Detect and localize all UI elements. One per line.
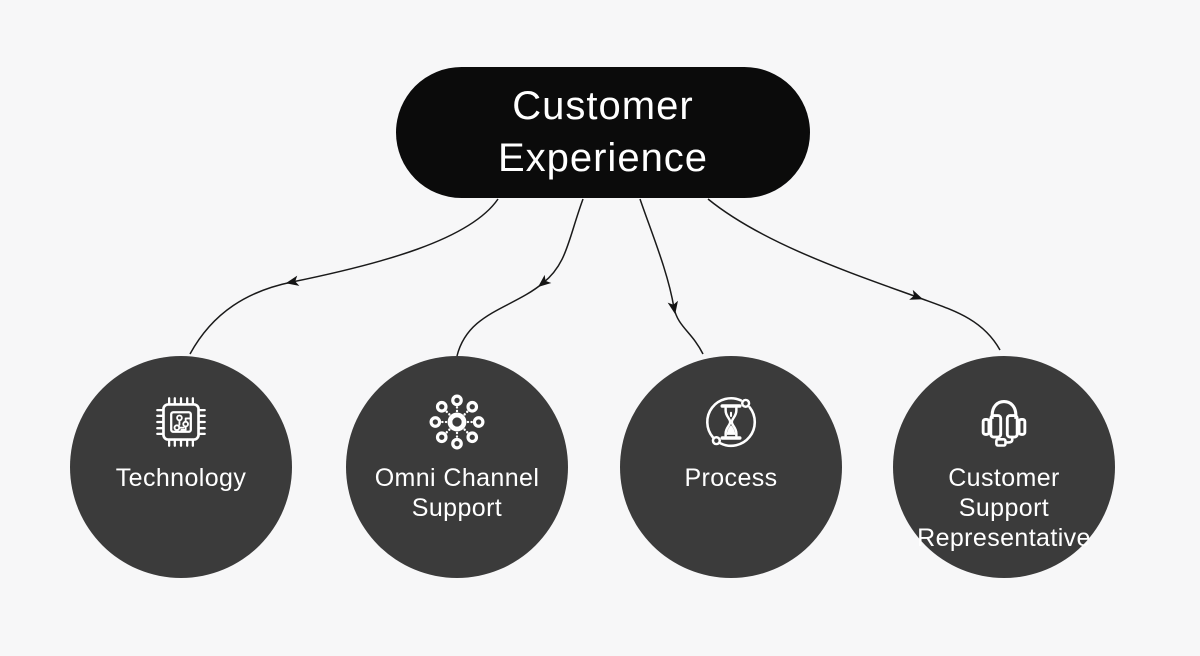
chip-icon	[156, 397, 206, 447]
connector-to-technology	[189, 198, 499, 355]
node-label-customer-support-representative: Customer Support Representative	[917, 464, 1091, 552]
connector-to-process	[639, 198, 704, 355]
node-technology: Technology	[70, 356, 292, 578]
node-customer-support-representative: Customer Support Representative	[893, 356, 1115, 578]
node-label-technology: Technology	[115, 464, 247, 492]
connector-to-omni-channel-support	[456, 198, 584, 357]
node-label-process: Process	[684, 464, 778, 492]
root-node-customer-experience: Customer Experience	[396, 67, 810, 198]
root-node-label: Customer Experience	[497, 84, 709, 180]
node-label-omni-channel-support: Omni Channel Support	[374, 464, 540, 522]
node-omni-channel-support: Omni Channel Support	[346, 356, 568, 578]
headset-icon	[981, 400, 1027, 447]
node-process: Process	[620, 356, 842, 578]
network-hub-icon	[429, 394, 485, 450]
connector-to-customer-support-representative	[707, 198, 1001, 351]
process-hourglass-icon	[706, 397, 757, 448]
